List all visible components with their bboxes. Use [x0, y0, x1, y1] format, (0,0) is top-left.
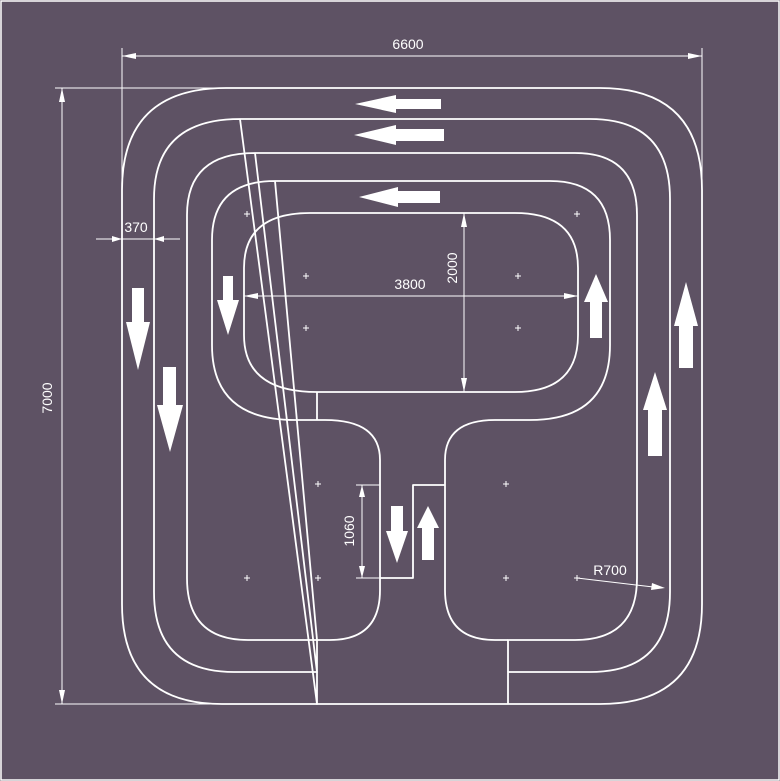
- arrow-up-icon: [417, 506, 439, 560]
- center-mark: [244, 211, 250, 217]
- arrow-up-icon: [674, 282, 698, 368]
- center-mark: [303, 273, 309, 279]
- dimension-label-overall-width: 6600: [392, 36, 423, 52]
- dimension-label-stem-length: 1060: [341, 515, 357, 546]
- center-mark: [515, 325, 521, 331]
- track-stem-connector: [380, 484, 445, 579]
- dimension-inner-width: 3800: [244, 276, 578, 299]
- arrow-up-icon: [643, 372, 667, 456]
- direction-arrows: [126, 95, 698, 563]
- dimension-label-inner-width: 3800: [394, 276, 425, 292]
- arrow-left-icon: [359, 187, 440, 207]
- track-third-edge: [186, 152, 638, 673]
- dimension-corner-radius: R700: [576, 562, 665, 590]
- dimension-stem-length: 1060: [341, 484, 380, 579]
- track-second-edge: [153, 118, 671, 705]
- track-inner-island-edge: [243, 212, 579, 393]
- track-outer-edge: [121, 87, 703, 705]
- track-inner-lane-outer-edge: [211, 180, 611, 641]
- center-mark: [244, 575, 250, 581]
- arrow-left-icon: [354, 125, 444, 145]
- center-mark: [503, 481, 509, 487]
- arrow-left-icon: [355, 95, 441, 113]
- dimension-label-overall-height: 7000: [39, 382, 55, 413]
- center-mark: [315, 575, 321, 581]
- dimension-lane-width: 370: [96, 219, 180, 242]
- dimension-label-inner-height: 2000: [444, 252, 460, 283]
- arrow-up-icon: [584, 274, 608, 338]
- track-outlines: [121, 87, 703, 705]
- center-mark: [515, 273, 521, 279]
- dimension-label-corner-radius: R700: [593, 562, 627, 578]
- dimension-overall-width: 6600: [121, 36, 703, 200]
- center-mark: [303, 325, 309, 331]
- center-mark: [574, 211, 580, 217]
- center-marks: [244, 211, 580, 581]
- arrow-down-icon: [126, 288, 150, 370]
- center-mark: [503, 575, 509, 581]
- center-mark: [315, 481, 321, 487]
- arrow-down-icon: [386, 506, 408, 563]
- arrow-down-icon: [217, 276, 239, 335]
- arrow-down-icon: [157, 367, 183, 452]
- dimension-inner-height: 2000: [444, 213, 467, 392]
- dimension-overall-height: 7000: [39, 87, 226, 705]
- dimension-label-lane-width: 370: [124, 219, 148, 235]
